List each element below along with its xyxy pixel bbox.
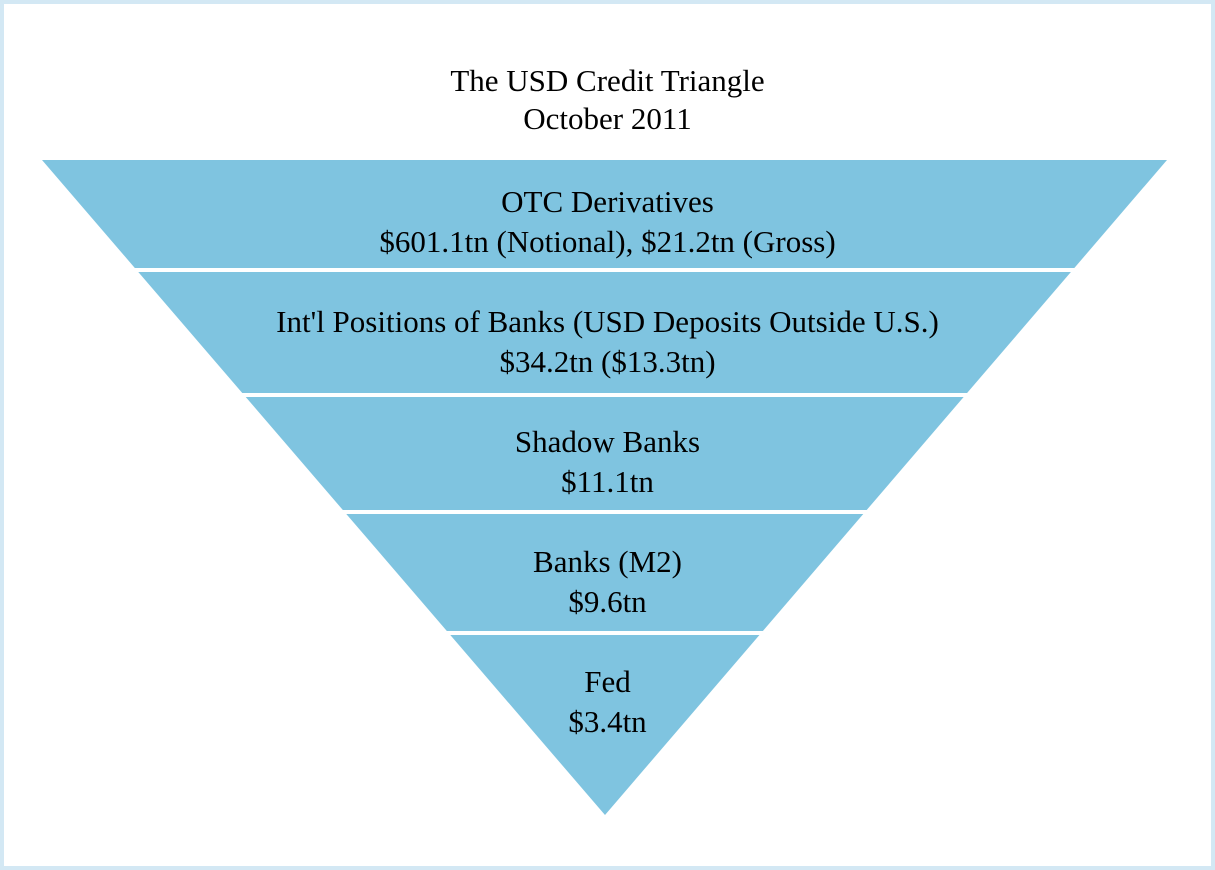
tier-value: $11.1tn bbox=[561, 464, 654, 499]
tier-name: Fed bbox=[584, 664, 631, 699]
tier-value: $34.2tn ($13.3tn) bbox=[499, 344, 716, 379]
tier-name: Banks (M2) bbox=[533, 544, 682, 579]
tier-name: Shadow Banks bbox=[514, 424, 701, 459]
tier-value: $9.6tn bbox=[568, 584, 647, 619]
tier-label-otc: OTC Derivatives $601.1tn (Notional), $21.… bbox=[4, 182, 1211, 262]
tier-band-1 bbox=[42, 160, 1167, 268]
tier-label-intl-banks: Int'l Positions of Banks (USD Deposits O… bbox=[4, 302, 1211, 382]
tier-name: Int'l Positions of Banks (USD Deposits O… bbox=[276, 304, 939, 339]
tier-name: OTC Derivatives bbox=[501, 184, 714, 219]
diagram-title: The USD Credit Triangle October 2011 bbox=[4, 62, 1211, 138]
tier-label-banks-m2: Banks (M2) $9.6tn bbox=[4, 542, 1211, 622]
tier-band-4 bbox=[346, 514, 864, 631]
subtitle-text: October 2011 bbox=[523, 101, 692, 136]
tier-label-fed: Fed $3.4tn bbox=[4, 662, 1211, 742]
tier-label-shadow-banks: Shadow Banks $11.1tn bbox=[4, 422, 1211, 502]
title-text: The USD Credit Triangle bbox=[450, 63, 765, 98]
tier-value: $601.1tn (Notional), $21.2tn (Gross) bbox=[379, 224, 836, 259]
tier-band-3 bbox=[245, 397, 964, 510]
tier-band-2 bbox=[138, 272, 1071, 393]
tier-value: $3.4tn bbox=[568, 704, 647, 739]
tier-band-5 bbox=[450, 635, 760, 815]
